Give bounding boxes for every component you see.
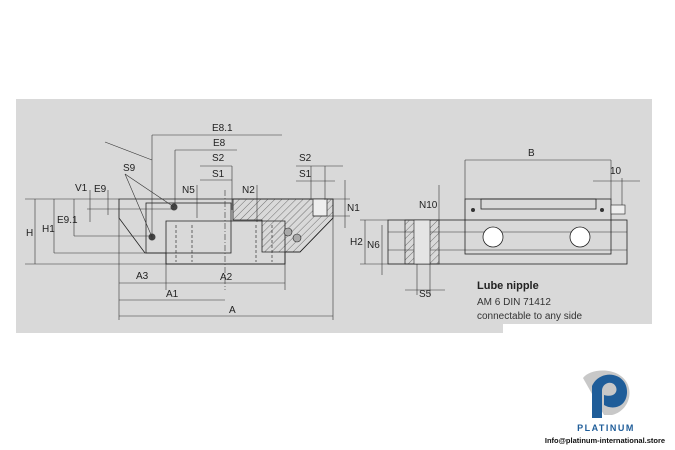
label-a2: A2 (220, 272, 233, 283)
label-b: B (528, 148, 535, 159)
label-n2: N2 (242, 185, 255, 196)
label-10: 10 (610, 166, 622, 177)
label-a1: A1 (166, 289, 179, 300)
label-s2-right: S2 (299, 153, 312, 164)
label-e9: E9 (94, 184, 107, 195)
label-h2: H2 (350, 237, 363, 248)
label-n1: N1 (347, 203, 360, 214)
logo-brand: PLATINUM (577, 423, 635, 433)
label-s1-right: S1 (299, 169, 312, 180)
cross-section-view (25, 134, 350, 320)
label-s5: S5 (419, 289, 432, 300)
side-view (360, 159, 640, 295)
label-a3: A3 (136, 271, 149, 282)
label-s9: S9 (123, 163, 136, 174)
label-a: A (229, 305, 236, 316)
label-v1: V1 (75, 183, 88, 194)
logo-email: Info@platinum-international.store (545, 436, 665, 445)
label-e8: E8 (213, 138, 226, 149)
label-s2: S2 (212, 153, 225, 164)
label-e8-1: E8.1 (212, 123, 233, 134)
lube-nipple-title: Lube nipple (477, 280, 539, 292)
lube-nipple-note: connectable to any side (477, 311, 583, 322)
label-e9-1: E9.1 (57, 215, 78, 226)
label-h: H (26, 228, 33, 239)
lube-nipple-spec: AM 6 DIN 71412 (477, 297, 551, 308)
label-n6: N6 (367, 240, 380, 251)
label-s1: S1 (212, 169, 225, 180)
label-n5: N5 (182, 185, 195, 196)
label-h1: H1 (42, 224, 55, 235)
platinum-logo: PLATINUM Info@platinum-international.sto… (545, 370, 665, 445)
label-n10: N10 (419, 200, 438, 211)
